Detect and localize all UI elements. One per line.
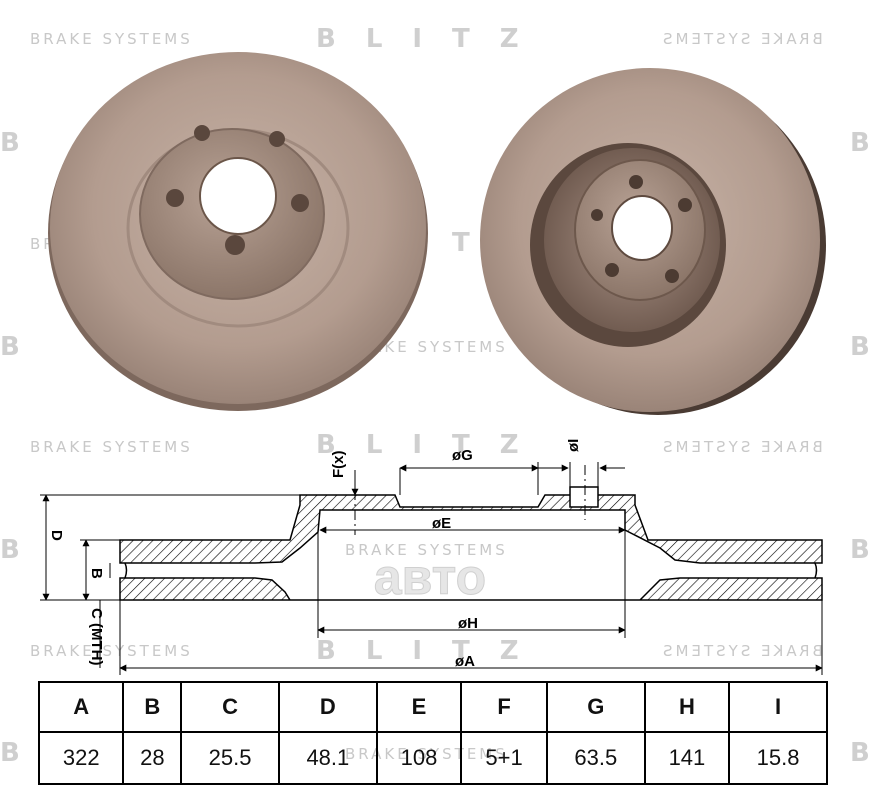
spec-header-row: A B C D E F G H I [37,681,828,733]
spec-value-f: 5+1 [460,731,548,785]
spec-header-g: G [545,681,646,733]
label-c-mth: C (MTH) [88,608,105,665]
label-b: B [88,568,105,579]
disc-front-view [48,52,428,411]
watermark-brake-systems: BRAKE SYSTEMS [30,642,193,660]
watermark-brake-systems: BRAKE SYSTEMS [30,30,193,48]
watermark-b-left: B [0,128,23,158]
label-diameter-a: øA [455,653,475,670]
spec-value-d: 48.1 [277,731,378,785]
watermark-blitz: BLITZ [316,24,549,54]
label-diameter-e: øE [432,515,451,532]
disc-rear-view [480,68,826,415]
label-diameter-h: øH [458,615,478,632]
logo: авто [373,549,486,606]
spec-value-c: 25.5 [180,731,280,785]
spec-header-e: E [375,681,463,733]
label-d: D [48,530,65,541]
spec-value-a: 322 [37,731,125,785]
watermark-b-left: B [0,738,23,768]
label-diameter-g: øG [452,447,473,464]
disc-photos [48,52,826,415]
watermark-b-left: B [0,332,23,362]
spec-header-a: A [37,681,125,733]
spec-value-i: 15.8 [728,731,828,785]
watermark-brake-systems: BRAKE SYSTEMS [345,541,508,559]
watermark-blitz: BLITZ [316,636,549,666]
spec-header-b: B [122,681,183,733]
svg-text:авто: авто [374,549,486,605]
spec-value-g: 63.5 [545,731,646,785]
spec-value-b: 28 [122,731,183,785]
cross-section-drawing: øG øI F(x) øE øH øA D B C (MTH) [40,439,823,675]
spec-header-i: I [728,681,828,733]
spec-value-row: 322 28 25.5 48.1 108 5+1 63.5 141 15.8 [37,731,828,785]
watermark-b-right: B [850,128,873,158]
watermark-b-left: B [0,535,23,565]
label-diameter-i: øI [565,439,582,452]
spec-header-d: D [277,681,378,733]
spec-header-c: C [180,681,280,733]
watermark-b-right: B [850,332,873,362]
watermark-b-right: B [850,535,873,565]
spec-value-e: 108 [375,731,463,785]
spec-header-h: H [643,681,731,733]
spec-value-h: 141 [643,731,731,785]
center-lines [354,465,586,535]
watermark-brake-systems: BRAKE SYSTEMS [30,438,193,456]
spec-header-f: F [460,681,548,733]
spec-table: A B C D E F G H I 322 28 25.5 48.1 108 5… [37,681,828,785]
dimension-lines [40,462,823,675]
watermark-blitz: BLITZ [316,430,549,460]
watermark-b-right: B [850,738,873,768]
label-f-x: F(x) [330,451,347,479]
